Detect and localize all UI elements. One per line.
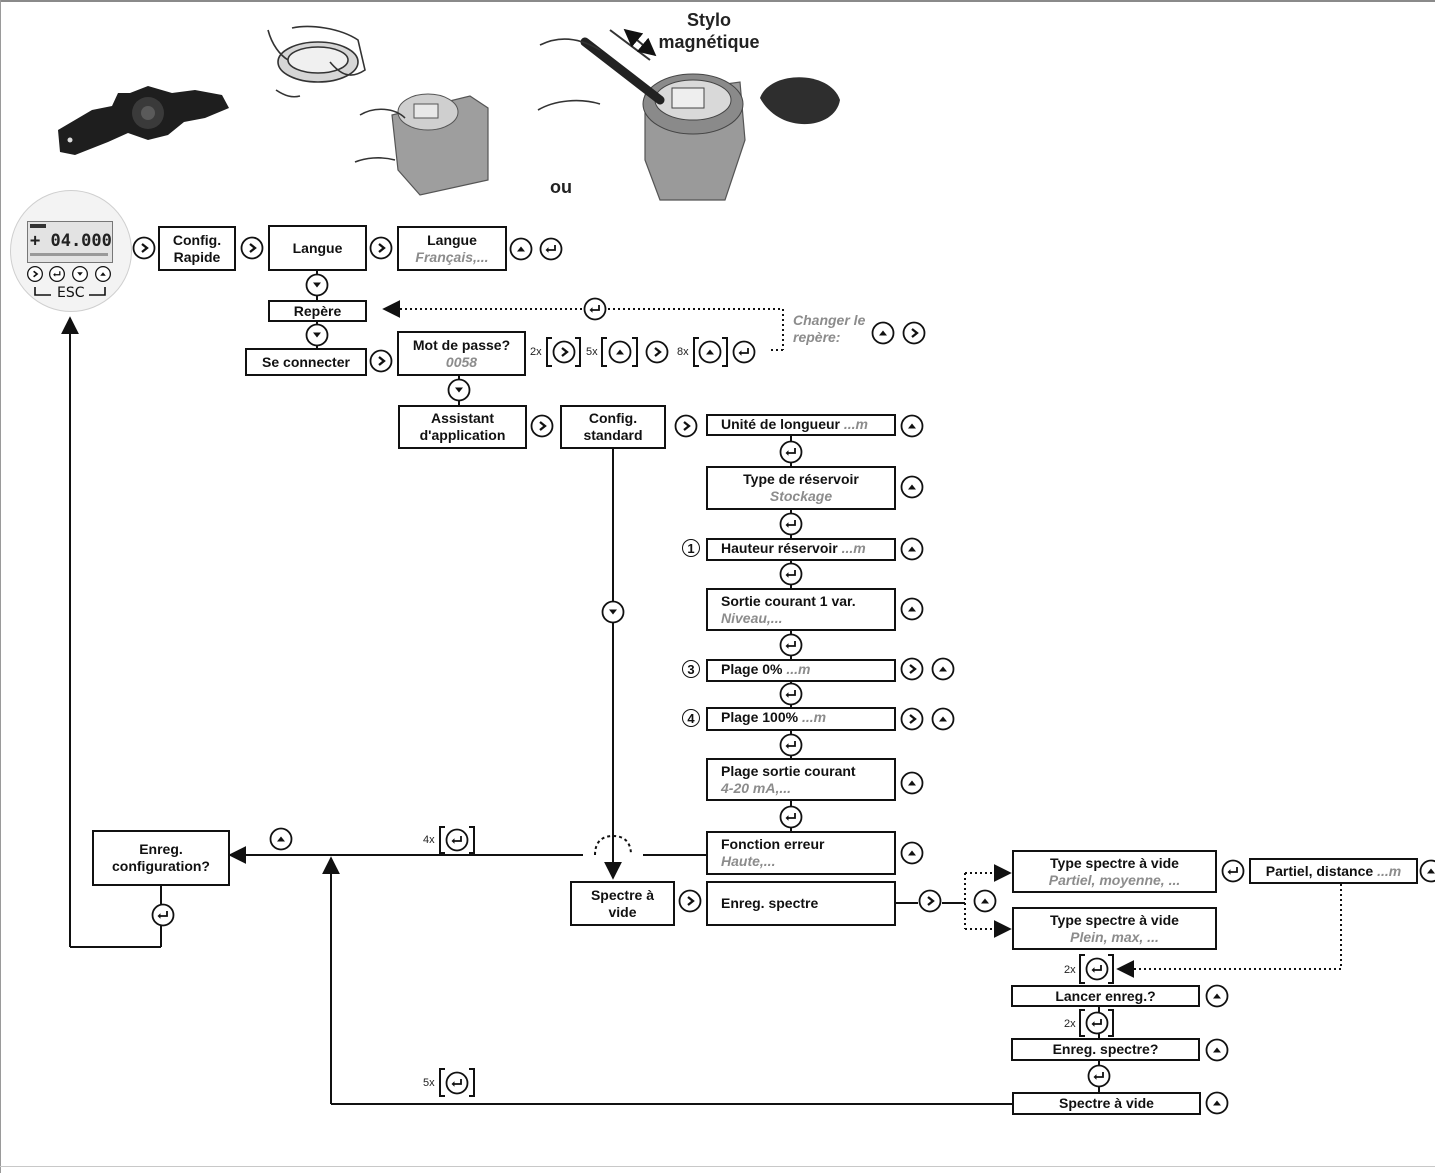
plage-100-value: ...m [801, 709, 827, 725]
count-8x: 8x [677, 346, 689, 358]
plage-100-box: Plage 100% ...m [706, 707, 896, 731]
lcd-value: + 04.000 [30, 231, 112, 251]
config-standard-box: Config. standard [560, 405, 666, 449]
count-2x-c: 2x [1064, 1018, 1076, 1030]
changer-repere-label: Changer le repère: [793, 312, 866, 345]
langue-value: Français,... [415, 248, 489, 265]
unite-longueur-label: Unité de longueur [721, 416, 840, 432]
enreg-config-box: Enreg. configuration? [92, 830, 230, 886]
count-2x: 2x [530, 346, 542, 358]
step-1-marker: 1 [682, 539, 700, 557]
type-spectre-2-box: Type spectre à vide Plein, max, ... [1012, 907, 1217, 950]
magnetic-pen-illustration [537, 28, 840, 201]
repere-box: Repère [268, 300, 367, 322]
se-connecter-box: Se connecter [245, 348, 367, 376]
partiel-distance-label: Partiel, distance [1265, 862, 1374, 879]
fonction-erreur-box: Fonction erreur Haute,... [706, 831, 896, 875]
wrench-illustration [58, 86, 229, 155]
lcd-screen: + 04.000 [27, 221, 113, 263]
spectre-vide-box: Spectre à vide [570, 881, 675, 926]
plage-0-value: ...m [786, 661, 811, 677]
type-spectre-1-label: Type spectre à vide [1050, 854, 1179, 871]
type-spectre-1-value: Partiel, moyenne, ... [1048, 871, 1181, 888]
sortie-courant-value: Niveau,... [721, 609, 783, 626]
lcd-header [30, 224, 46, 228]
plage-sortie-value: 4-20 mA,... [721, 779, 792, 796]
fonction-erreur-value: Haute,... [721, 853, 776, 869]
lancer-enreg-box: Lancer enreg.? [1011, 985, 1200, 1007]
step-3-marker: 3 [682, 660, 700, 678]
partiel-distance-value: ...m [1377, 862, 1402, 879]
sortie-courant-box: Sortie courant 1 var. Niveau,... [706, 588, 896, 631]
plage-sortie-box: Plage sortie courant 4-20 mA,... [706, 758, 896, 801]
config-rapide-box: Config. Rapide [158, 226, 236, 271]
langue-value-title: Langue [427, 231, 477, 248]
mot-de-passe-value: 0058 [445, 353, 478, 370]
plage-0-label: Plage 0% [721, 661, 783, 677]
plage-sortie-label: Plage sortie courant [721, 762, 856, 779]
device-display-illustration: + 04.000 ESC [10, 190, 132, 312]
mot-de-passe-label: Mot de passe? [412, 336, 511, 353]
assistant-box: Assistant d'application [398, 405, 527, 449]
type-reservoir-label: Type de réservoir [743, 471, 859, 487]
langue-box: Langue [268, 225, 367, 271]
transmitter-illustration [354, 93, 489, 196]
type-reservoir-value: Stockage [769, 488, 833, 504]
count-5x: 5x [586, 346, 598, 358]
sortie-courant-label: Sortie courant 1 var. [721, 592, 856, 609]
type-reservoir-box: Type de réservoir Stockage [706, 466, 896, 510]
enreg-spectre-q-box: Enreg. spectre? [1011, 1038, 1200, 1061]
enreg-spectre-box: Enreg. spectre [706, 881, 896, 926]
left-border [0, 0, 1, 1173]
hauteur-reservoir-box: Hauteur réservoir ...m [706, 538, 896, 561]
step-4-marker: 4 [682, 709, 700, 727]
hauteur-reservoir-label: Hauteur réservoir [721, 540, 838, 556]
mot-de-passe-box: Mot de passe? 0058 [397, 331, 526, 376]
type-spectre-2-value: Plein, max, ... [1070, 928, 1159, 945]
or-label: ou [550, 177, 572, 197]
count-5x-b: 5x [423, 1077, 435, 1089]
type-spectre-2-label: Type spectre à vide [1050, 911, 1179, 928]
lcd-bargraph [30, 253, 108, 256]
pen-label: Stylo magnétique [658, 10, 760, 52]
spectre-vide-end-box: Spectre à vide [1012, 1092, 1201, 1115]
cover-removal-illustration [267, 25, 366, 98]
partiel-distance-box: Partiel, distance ...m [1249, 858, 1418, 884]
unite-longueur-box: Unité de longueur ...m [706, 414, 896, 436]
device-keys [26, 265, 111, 296]
count-2x-b: 2x [1064, 964, 1076, 976]
esc-label: ESC [57, 285, 85, 301]
top-border [0, 0, 1435, 2]
plage-0-box: Plage 0% ...m [706, 659, 896, 682]
langue-value-box: Langue Français,... [397, 226, 507, 271]
fonction-erreur-label: Fonction erreur [721, 836, 825, 852]
plage-100-label: Plage 100% [721, 709, 799, 725]
hauteur-reservoir-value: ...m [841, 540, 866, 556]
bottom-border [0, 1166, 1435, 1167]
type-spectre-1-box: Type spectre à vide Partiel, moyenne, ..… [1012, 850, 1217, 893]
count-4x: 4x [423, 834, 435, 846]
unite-longueur-value: ...m [843, 416, 869, 432]
